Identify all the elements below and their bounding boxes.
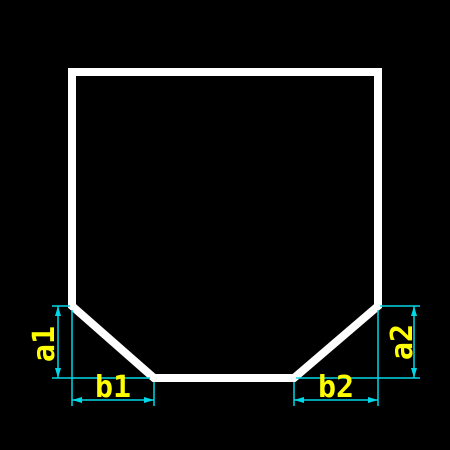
a2-label: a2 xyxy=(385,324,420,360)
a1-arrow-top xyxy=(55,306,61,316)
b1-arrow-left xyxy=(72,397,82,403)
b1-label: b1 xyxy=(95,370,131,405)
dimension-a2 xyxy=(296,305,420,379)
a1-label: a1 xyxy=(27,326,62,362)
b1-arrow-right xyxy=(144,397,154,403)
b2-label: b2 xyxy=(318,370,354,405)
a1-arrow-bottom xyxy=(55,368,61,378)
dimension-b1 xyxy=(71,310,155,406)
a2-arrow-top xyxy=(411,306,417,316)
b2-arrow-left xyxy=(294,397,304,403)
dimension-b2 xyxy=(293,310,379,406)
dimension-a1 xyxy=(52,305,150,379)
a2-arrow-bottom xyxy=(411,368,417,378)
b2-arrow-right xyxy=(368,397,378,403)
profile-outline xyxy=(68,68,382,382)
